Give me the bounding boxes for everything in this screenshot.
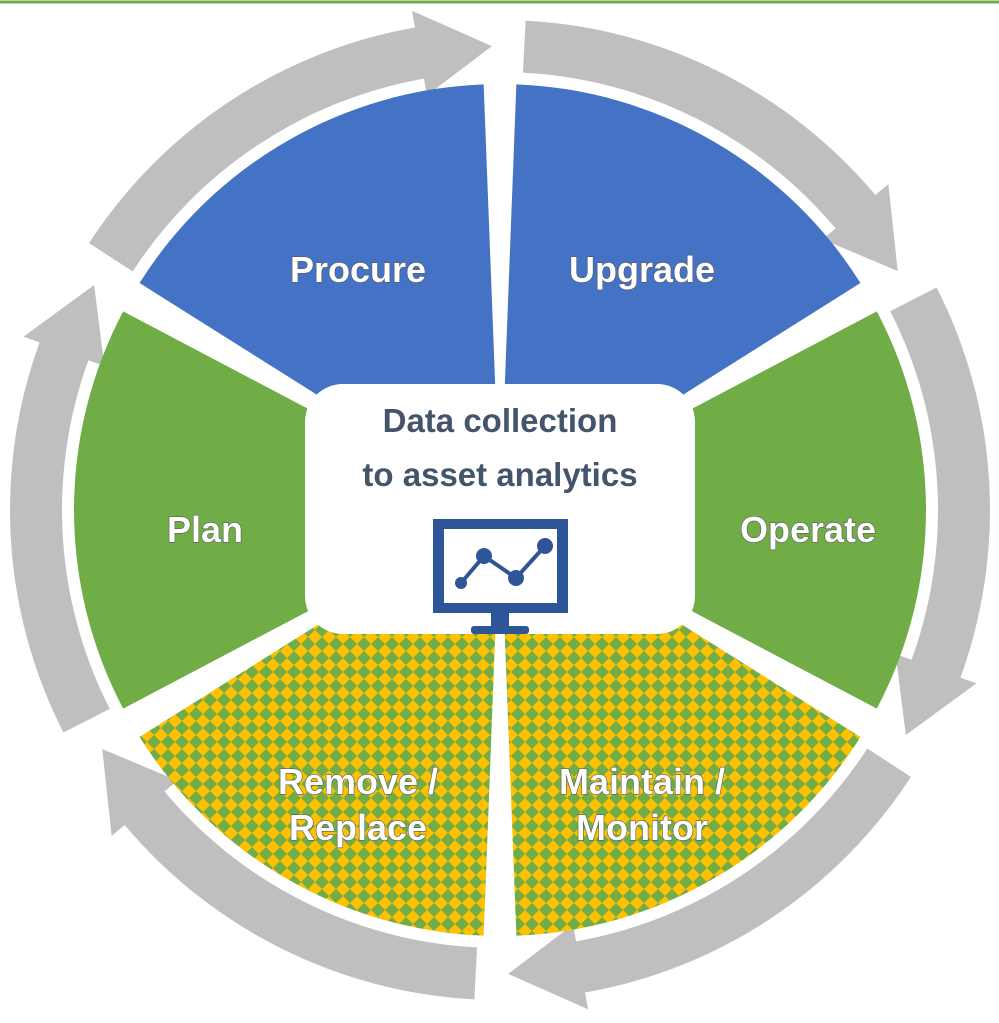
- cycle-arrow-1: [89, 10, 492, 272]
- segment-label-maintain-2: Monitor: [576, 807, 708, 848]
- segment-label-remove-2: Replace: [289, 807, 427, 848]
- cycle-arrow-4: [508, 748, 911, 1010]
- segment-label-upgrade: Upgrade: [569, 249, 715, 290]
- center-title-line2: to asset analytics: [362, 456, 637, 493]
- center-panel: [305, 384, 695, 634]
- cycle-arrow-5: [102, 748, 478, 1000]
- center-title-line1: Data collection: [383, 402, 618, 439]
- segment-plan: [73, 311, 421, 709]
- monitor-line-chart-icon: [433, 519, 568, 634]
- segment-label-maintain-1: Maintain /: [559, 761, 725, 802]
- segment-operate: [579, 311, 927, 709]
- cycle-arrow-6: [9, 285, 110, 733]
- segment-label-remove-1: Remove /: [278, 761, 438, 802]
- cycle-arrow-2: [522, 20, 898, 272]
- segment-procure: [139, 84, 497, 463]
- segment-label-plan: Plan: [167, 509, 243, 550]
- segment-label-procure: Procure: [290, 249, 426, 290]
- segment-remove: [139, 557, 497, 936]
- segment-upgrade: [503, 84, 861, 463]
- segment-maintain: [503, 557, 861, 936]
- segment-label-operate: Operate: [740, 509, 876, 550]
- cycle-arrow-3: [890, 287, 990, 735]
- cycle-arrows: [9, 10, 990, 1010]
